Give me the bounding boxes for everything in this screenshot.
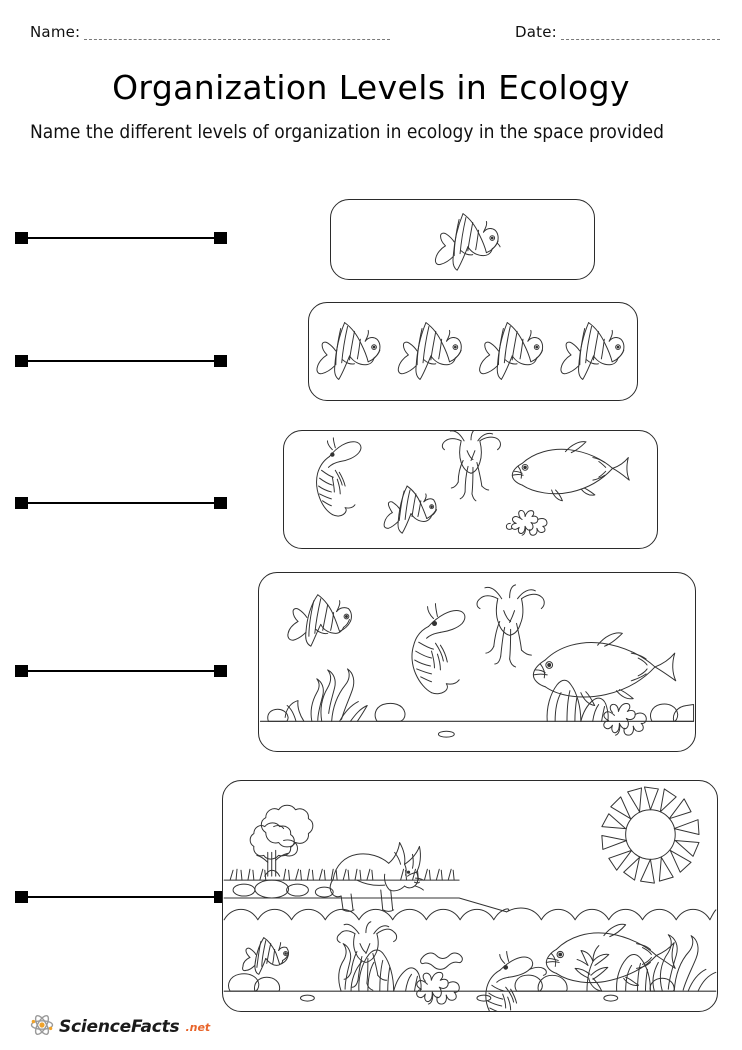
tuna-icon: [545, 923, 676, 992]
rock-icon: [286, 883, 309, 897]
line-cap-left: [15, 497, 28, 509]
angelfish-icon: [434, 213, 501, 271]
angelfish-icon: [383, 485, 438, 534]
answer-write-area[interactable]: [23, 237, 219, 240]
logo-wordmark: ScienceFacts: [59, 1017, 180, 1037]
coral-icon: [603, 703, 647, 736]
header: Name: Date:: [0, 24, 742, 54]
panel-biosphere: [222, 780, 718, 1012]
rock-icon: [672, 704, 695, 722]
answer-write-area[interactable]: [23, 670, 219, 673]
atom-icon: [30, 1013, 54, 1042]
answer-line-4[interactable]: [15, 663, 227, 679]
panel-organism: [330, 199, 595, 280]
answer-write-area[interactable]: [23, 502, 219, 505]
date-label: Date:: [515, 23, 557, 41]
line-cap-right: [214, 665, 227, 677]
date-field[interactable]: Date:: [515, 24, 720, 40]
shoreline-bottom: [223, 897, 508, 913]
seaweed-icon: [338, 943, 363, 992]
shrimp-icon: [485, 951, 547, 1011]
angelfish-icon: [287, 594, 352, 647]
answer-write-area[interactable]: [23, 360, 219, 363]
fox-icon: [329, 841, 424, 912]
line-cap-left: [15, 665, 28, 677]
rock-icon: [254, 879, 290, 899]
name-input[interactable]: [84, 27, 390, 40]
answer-line-5[interactable]: [15, 889, 227, 905]
seaweed-icon: [652, 934, 717, 992]
coral-icon: [505, 509, 548, 536]
squid-icon: [476, 584, 545, 668]
line-cap-left: [15, 355, 28, 367]
shrimp-icon: [411, 603, 466, 695]
wave-icon: [223, 907, 717, 921]
date-input[interactable]: [560, 27, 720, 40]
seaweed-icon: [284, 668, 368, 722]
sun-icon: [601, 786, 700, 884]
rock-icon: [649, 703, 679, 722]
panel-population: [308, 302, 638, 401]
rock-icon: [253, 976, 281, 992]
rock-icon: [232, 883, 256, 897]
worm-icon: [420, 952, 463, 970]
answer-line-3[interactable]: [15, 495, 227, 511]
tuna-icon: [532, 632, 677, 707]
boulder-icon: [616, 953, 651, 992]
squid-icon: [441, 431, 501, 502]
angelfish-icon: [560, 322, 625, 380]
site-logo[interactable]: ScienceFacts .net: [30, 1012, 210, 1042]
panel-community: [283, 430, 658, 549]
tuna-icon: [511, 441, 630, 502]
boulder-icon: [546, 679, 609, 722]
instructions: Name the different levels of organizatio…: [30, 121, 664, 143]
page-title: Organization Levels in Ecology: [112, 68, 630, 107]
name-field[interactable]: Name:: [30, 24, 390, 40]
pebble-icon: [437, 730, 455, 738]
pebble-icon: [299, 994, 315, 1002]
angelfish-icon: [316, 322, 381, 380]
shrimp-icon: [316, 437, 362, 517]
line-cap-right: [214, 232, 227, 244]
line-cap-left: [15, 891, 28, 903]
angelfish-icon: [242, 937, 290, 975]
rock-icon: [514, 974, 543, 992]
coral-icon: [574, 945, 610, 992]
pebble-icon: [603, 994, 619, 1002]
pebble-icon: [476, 994, 492, 1002]
panel-ecosystem: [258, 572, 696, 752]
rock-icon: [537, 974, 568, 992]
rock-icon: [649, 977, 675, 992]
line-cap-right: [214, 497, 227, 509]
squid-icon: [336, 921, 398, 991]
boulder-icon: [358, 949, 422, 992]
tree-icon: [249, 804, 314, 877]
logo-tld: .net: [185, 1020, 211, 1034]
rock-icon: [267, 708, 289, 722]
line-cap-left: [15, 232, 28, 244]
angelfish-icon: [479, 322, 544, 380]
answer-write-area[interactable]: [23, 896, 219, 899]
angelfish-icon: [397, 322, 462, 380]
rock-icon: [314, 886, 334, 898]
answer-line-1[interactable]: [15, 230, 227, 246]
answer-line-2[interactable]: [15, 353, 227, 369]
rock-icon: [228, 973, 260, 992]
coral-icon: [416, 971, 460, 1005]
name-label: Name:: [30, 23, 81, 41]
rock-icon: [374, 702, 406, 722]
line-cap-right: [214, 355, 227, 367]
